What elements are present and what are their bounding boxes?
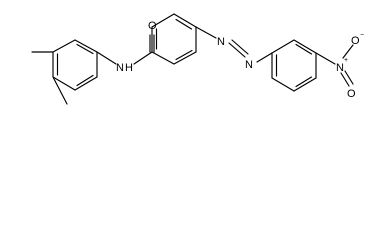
nitro-single-bond	[342, 44, 354, 59]
central-benzene-ring	[151, 13, 197, 65]
ring-b-bond	[151, 13, 175, 28]
ring-b-bond	[173, 51, 197, 65]
ring-to-azo-bond	[195, 26, 217, 39]
azo-nitrogen-label: N	[217, 36, 225, 48]
nitrophenyl-ring	[271, 39, 317, 92]
amide-nitrogen-label: N	[116, 62, 124, 74]
ring-b-bond	[173, 13, 197, 28]
methyl-bond	[52, 76, 68, 105]
nitrogen-to-carbonyl-bond	[133, 51, 153, 65]
nitro-nitrogen-label: N	[336, 62, 344, 74]
carbonyl-oxygen-label: O	[148, 20, 157, 32]
azo-double-bond	[231, 39, 249, 55]
ring-a-bond	[52, 39, 76, 53]
dimethylphenyl-ring	[52, 39, 98, 91]
ring-b-bond	[151, 51, 175, 65]
ring-c-bond	[271, 77, 295, 92]
ring-a-inner-bond	[76, 43, 94, 55]
nitro-nitrogen-charge: +	[344, 57, 348, 64]
nitro-oxygen-charge: −	[360, 32, 364, 39]
nitro-double-bond	[340, 72, 350, 87]
ring-b-inner-bond	[175, 18, 193, 30]
ring-c-inner-bond	[295, 43, 313, 55]
ring-c-bond	[293, 77, 317, 92]
ring-to-nitrogen-bond	[96, 51, 117, 65]
ring-c-bond	[293, 39, 317, 54]
ring-a-bond	[74, 76, 98, 91]
chemical-structure-diagram: N H O N N N + O − O	[31, 13, 364, 105]
ring-b-inner-bond	[175, 49, 193, 61]
ring-c-bond	[271, 39, 295, 54]
amide-hydrogen-label: H	[125, 62, 133, 74]
ring-to-nitro-bond	[315, 52, 336, 65]
azo-to-ring-bond	[256, 52, 273, 63]
azo-nitrogen-label: N	[245, 59, 253, 71]
structure-canvas: N H O N N N + O − O	[31, 13, 364, 105]
nitro-oxygen-label: O	[347, 88, 356, 100]
nitro-oxygen-label: O	[351, 35, 360, 47]
ring-c-inner-bond	[295, 76, 313, 88]
nitro-double-bond	[344, 70, 354, 85]
azo-double-bond	[228, 42, 246, 58]
ring-a-bond	[74, 39, 98, 53]
ring-a-inner-bond	[76, 74, 94, 87]
ring-a-bond	[52, 76, 76, 91]
